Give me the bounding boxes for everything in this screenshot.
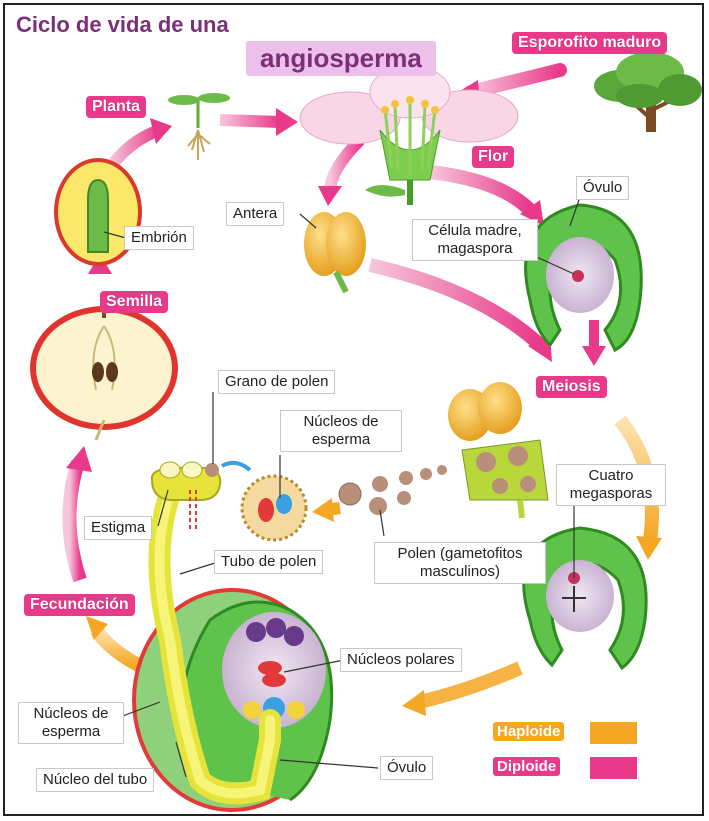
arrow-ovule-to-meiosis [582,320,606,366]
label-cuatro-megasporas: Cuatro megasporas [556,464,666,506]
arrow-flower-to-ovule [430,172,544,226]
label-nucleos-esperma-bottom: Núcleos de esperma [18,702,124,744]
title-line-2: angiosperma [246,41,436,76]
label-embrion: Embrión [124,226,194,250]
stage-fecundacion: Fecundación [24,594,135,616]
label-ovulo-top: Óvulo [576,176,629,200]
stage-planta: Planta [86,96,146,118]
arrow-embryo-to-plant [110,118,172,168]
arrow-fecundation-orange [86,616,140,666]
label-antera: Antera [226,202,284,226]
stage-meiosis: Meiosis [536,376,607,398]
label-tubo-polen: Tubo de polen [214,550,323,574]
anther-icon [304,212,366,292]
arrow-pollen-to-grain [312,498,340,522]
label-ovulo-bottom: Óvulo [380,756,433,780]
apple-seed-icon [30,304,178,440]
fertilization-ovule [134,500,332,810]
arrow-flower-to-anther [318,140,360,206]
label-nucleos-esperma-top: Núcleos de esperma [280,410,402,452]
legend-haploide-swatch [590,722,637,744]
stage-flor: Flor [472,146,514,168]
legend-diploide-label: Diploide [493,757,560,776]
label-grano-polen: Grano de polen [218,370,335,394]
blue-small-arrow [222,463,250,470]
stage-esporofito: Esporofito maduro [512,32,667,54]
arrow-megaspores-to-ovule [402,668,520,716]
label-estigma: Estigma [84,516,152,540]
arrow-anther-to-meiosis [370,265,552,362]
tree-icon [594,52,702,132]
ovule-top-icon [526,205,642,350]
anther-cut-icon [448,382,548,518]
legend-haploide-label: Haploide [493,722,564,741]
arrow-plant-to-flower [220,108,298,136]
label-polen: Polen (gametofitos masculinos) [374,542,546,584]
arrow-fecundation-to-seed [66,446,92,580]
label-celula-madre: Célula madre, magaspora [412,219,538,261]
stage-semilla: Semilla [100,291,168,313]
label-nucleos-polares: Núcleos polares [340,648,462,672]
seedling-icon [168,93,230,160]
label-nucleo-tubo: Núcleo del tubo [36,768,154,792]
title-line-1: Ciclo de vida de una [16,12,229,38]
legend-diploide-swatch [590,757,637,779]
pollen-grains [339,465,447,515]
pollen-grain-detail [242,476,306,540]
